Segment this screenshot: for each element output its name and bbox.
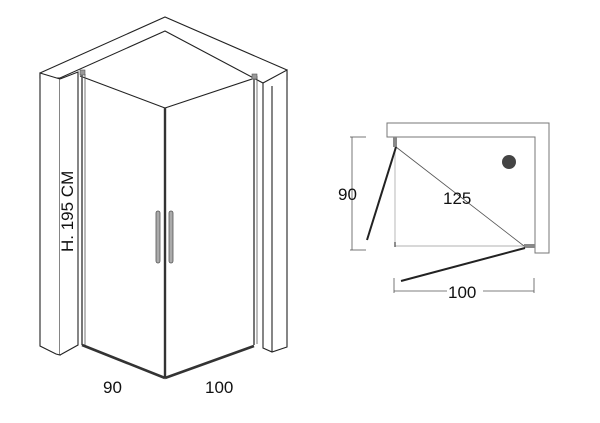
iso-width-right-label: 100 xyxy=(205,378,233,397)
right-wall xyxy=(262,69,288,353)
plan-width-label: 100 xyxy=(448,283,476,302)
left-wall xyxy=(39,72,61,356)
plan-diagonal-label: 125 xyxy=(443,189,471,208)
iso-width-left-label: 90 xyxy=(103,378,122,397)
isometric-view xyxy=(39,16,288,380)
left-door-swing xyxy=(366,146,397,241)
right-door-swing xyxy=(400,247,526,282)
left-door-handle xyxy=(155,210,161,264)
right-door-handle xyxy=(168,210,174,264)
drain-icon xyxy=(502,155,516,169)
height-label: H. 195 CM xyxy=(58,171,77,252)
plan-walls xyxy=(386,122,550,254)
plan-depth-label: 90 xyxy=(338,185,357,204)
plan-view xyxy=(350,122,550,293)
diagonal-line xyxy=(395,146,525,247)
